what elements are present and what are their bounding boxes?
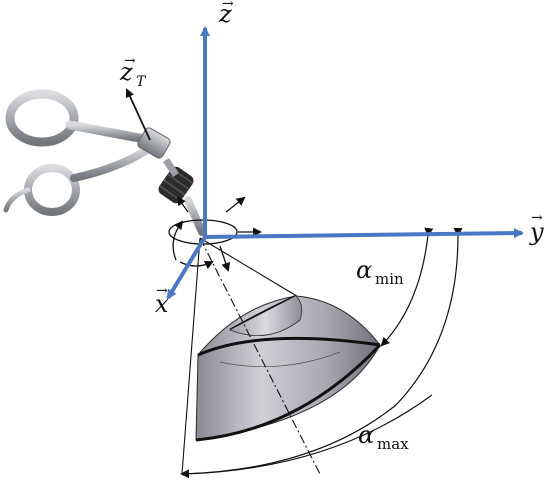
svg-text:→: → <box>124 53 136 69</box>
axis-labels: z → y → x → z T → <box>119 0 544 318</box>
label-zT: z T → <box>119 53 147 90</box>
zT-axis <box>125 88 151 141</box>
label-z: z → <box>218 0 234 28</box>
label-y: y → <box>529 210 544 246</box>
svg-text:→: → <box>156 283 168 299</box>
alpha-max-arc <box>180 227 463 479</box>
svg-text:α: α <box>356 256 372 284</box>
svg-text:max: max <box>377 435 409 453</box>
svg-text:min: min <box>375 270 404 288</box>
label-alpha-max: α max <box>358 421 409 453</box>
alpha-min-arc <box>380 227 434 347</box>
world-axes <box>166 26 524 300</box>
svg-text:α: α <box>358 421 374 449</box>
rotation-indicators <box>168 196 262 272</box>
svg-text:T: T <box>136 74 147 90</box>
svg-text:→: → <box>531 210 543 226</box>
svg-text:z: z <box>119 58 133 86</box>
rotation-knob <box>158 166 194 204</box>
svg-text:y: y <box>529 218 544 246</box>
angle-labels: α min α max <box>356 256 409 453</box>
y-axis <box>204 228 524 239</box>
svg-text:z: z <box>218 0 232 28</box>
surgical-instrument <box>3 89 206 236</box>
handle-ring-bottom <box>24 164 80 216</box>
svg-text:x: x <box>155 290 169 318</box>
handle-ring-top <box>5 89 79 147</box>
label-alpha-min: α min <box>356 256 404 288</box>
x-axis <box>166 235 207 300</box>
svg-text:→: → <box>222 0 234 12</box>
label-x: x → <box>155 283 169 318</box>
workspace-cone <box>195 294 382 442</box>
